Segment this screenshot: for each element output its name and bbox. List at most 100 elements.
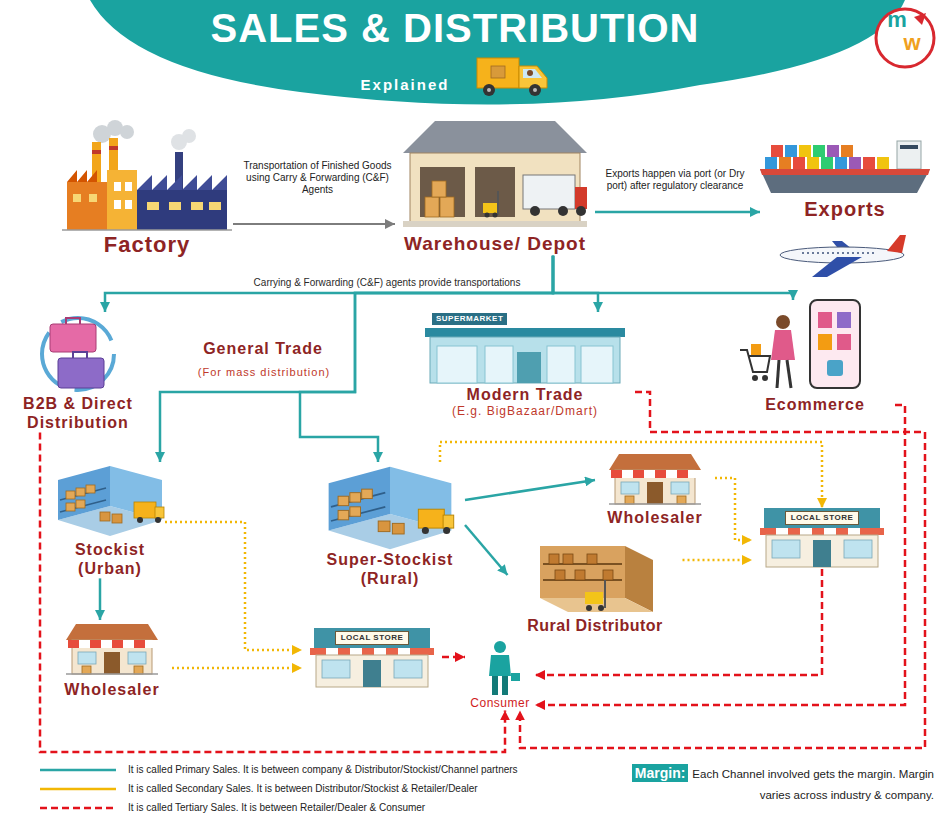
title-banner xyxy=(90,0,905,104)
legend-row: It is called Secondary Sales. It is betw… xyxy=(40,781,478,796)
legend-text: It is called Secondary Sales. It is betw… xyxy=(128,783,478,794)
node-label: Exports xyxy=(760,197,930,221)
margin-box: Margin:Each Channel involved gets the ma… xyxy=(616,763,934,805)
factory-illustration xyxy=(114,200,121,209)
cargo-ship xyxy=(765,157,777,169)
warehouse-illustration xyxy=(485,213,490,218)
rural-distributor-room xyxy=(585,592,603,604)
icon-space xyxy=(508,536,683,616)
flow-arrow-teal xyxy=(595,211,760,214)
legend-sample xyxy=(40,784,116,794)
delivery-truck xyxy=(487,88,491,92)
margin-tag: Margin: xyxy=(632,764,689,782)
wholesaler-shop xyxy=(66,624,158,674)
warehouse-illustration xyxy=(530,206,540,216)
delivery-truck xyxy=(523,69,542,78)
factory-illustration xyxy=(67,170,107,182)
airplane xyxy=(780,235,906,277)
node-label: Warehouse/ Depot xyxy=(395,233,595,256)
factory-illustration xyxy=(137,190,227,230)
ecommerce-illustration xyxy=(827,360,843,376)
ecommerce-illustration xyxy=(818,334,832,350)
node-label: Wholesaler xyxy=(595,508,715,527)
node-label: Factory xyxy=(61,232,233,258)
consumer-figure xyxy=(492,676,498,695)
warehouse-illustration xyxy=(410,153,580,223)
factory-illustration xyxy=(107,170,137,230)
ecommerce-illustration xyxy=(771,330,795,360)
exports-node: Exports xyxy=(760,135,930,221)
subtitle: Explained xyxy=(355,76,455,93)
consumer-figure xyxy=(511,673,520,681)
cargo-ship xyxy=(771,145,783,157)
warehouse-illustration xyxy=(493,213,498,218)
ecommerce-illustration xyxy=(740,300,860,388)
flow-arrow-yellow xyxy=(440,442,822,508)
airplane xyxy=(802,252,877,254)
rural-distributor-room xyxy=(598,605,604,611)
warehouse-illustration xyxy=(403,121,587,153)
briefcase-icon xyxy=(58,358,104,388)
supermarket-building xyxy=(425,328,625,383)
super-stockist-warehouse xyxy=(329,467,454,550)
warehouse-node: Warehouse/ Depot xyxy=(395,105,595,256)
flow-arrow-teal xyxy=(465,525,508,575)
legend-row: It is called Tertiary Sales. It is betwe… xyxy=(40,800,425,815)
store-node: LOCAL STORE xyxy=(752,508,892,569)
cargo-ship xyxy=(760,141,930,193)
node-label: B2B & Direct Distribution xyxy=(8,394,148,432)
warehouse-illustration xyxy=(483,203,497,213)
warehouse-illustration xyxy=(403,221,587,227)
factory-illustration xyxy=(67,182,107,230)
store-sign: LOCAL STORE xyxy=(335,631,410,645)
title-banner xyxy=(90,0,905,104)
legend-row: It is called Primary Sales. It is betwee… xyxy=(40,762,518,777)
consumer-figure xyxy=(489,655,511,676)
factory-illustration xyxy=(109,146,118,150)
factory-illustration xyxy=(125,200,132,209)
rural-distributor-room xyxy=(540,546,625,598)
logo-letter: m xyxy=(882,8,912,32)
cargo-ship xyxy=(793,157,805,169)
ecommerce-illustration xyxy=(837,334,851,350)
delivery-truck xyxy=(529,84,541,96)
factory-illustration xyxy=(125,182,132,191)
factory-illustration xyxy=(209,202,221,210)
channel-node: Ecommerce xyxy=(735,300,895,414)
channel-node: Modern Trade(E.g. BigBazaar/Dmart) xyxy=(415,312,635,419)
legend-sample xyxy=(40,765,116,775)
ecommerce-illustration xyxy=(740,350,770,372)
briefcase-icon xyxy=(50,324,96,352)
cargo-ship xyxy=(799,145,811,157)
local-store xyxy=(310,628,434,687)
legend-text: It is called Tertiary Sales. It is betwe… xyxy=(128,802,425,813)
delivery-truck xyxy=(477,58,547,96)
legend-line xyxy=(40,788,116,791)
cargo-ship xyxy=(897,141,921,169)
rural-distributor-room xyxy=(587,554,597,564)
icon-space xyxy=(752,527,892,569)
icon-space xyxy=(595,450,715,508)
factory-node: Factory xyxy=(61,120,233,258)
flow-arrow-red xyxy=(40,432,505,752)
flow-arrow-yellow xyxy=(165,522,302,650)
icon-space xyxy=(52,620,172,680)
logo-badge xyxy=(876,9,934,67)
factory-illustration xyxy=(62,120,232,230)
edge-label: Exports happen via port (or Dry port) af… xyxy=(605,168,745,192)
icon-space xyxy=(8,312,148,394)
factory-illustration xyxy=(62,229,232,231)
flow-arrow-teal xyxy=(99,578,102,620)
icon-space xyxy=(61,120,233,232)
rural-distributor-room xyxy=(586,605,592,611)
distributor-node: Rural Distributor xyxy=(508,536,683,635)
cargo-ship xyxy=(849,157,861,169)
ecommerce-illustration xyxy=(751,344,761,356)
briefcase-icon xyxy=(42,318,114,390)
factory-illustration xyxy=(120,125,134,139)
delivery-truck xyxy=(483,84,495,96)
factory-illustration xyxy=(73,194,81,202)
cargo-ship xyxy=(827,145,839,157)
warehouse-illustration xyxy=(432,181,446,197)
